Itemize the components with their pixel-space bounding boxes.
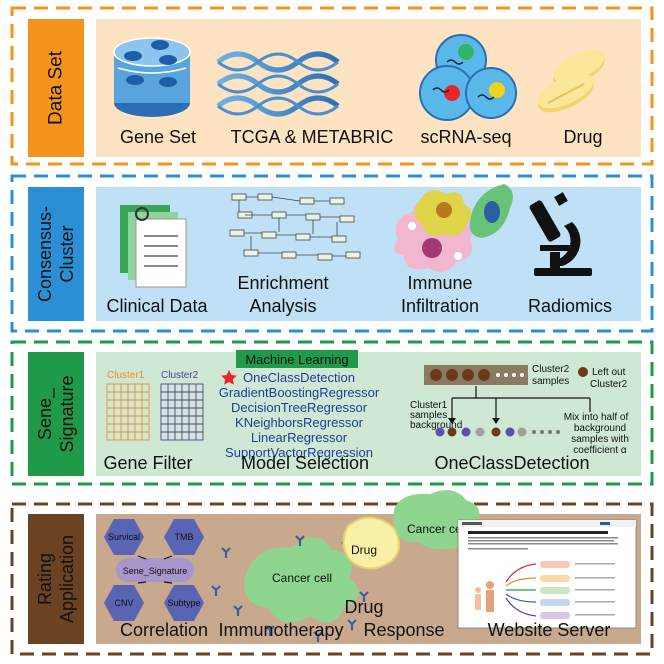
item-label: Infiltration	[401, 296, 479, 316]
hex-label: CNV	[114, 598, 133, 608]
item-label: Radiomics	[528, 296, 612, 316]
model-item: KNeighborsRegressor	[235, 415, 364, 430]
model-item: DecisionTreeRegressor	[231, 400, 368, 415]
model-item: OneClassDetection	[243, 370, 355, 385]
microscope-icon	[529, 192, 592, 276]
item-label: Enrichment	[237, 273, 328, 293]
cluster1-grid	[106, 383, 150, 441]
item-label: TCGA & METABRIC	[231, 127, 394, 147]
section-data-set: Data Set	[10, 6, 654, 166]
section-title-line: Cluster	[57, 225, 77, 282]
item-label: Analysis	[249, 296, 316, 316]
item-label: Gene Filter	[103, 453, 192, 473]
mix-label: coefficient α	[573, 445, 627, 456]
cluster1-bg-label: Cluster1	[410, 400, 448, 411]
model-item: LinearRegressor	[251, 430, 348, 445]
center-node	[116, 558, 194, 582]
mix-label: background	[574, 423, 626, 434]
mix-label: Mix into half of	[564, 412, 629, 423]
gene-set-icon	[113, 37, 191, 117]
section-panel	[96, 352, 641, 476]
clinical-documents-icon	[120, 205, 187, 288]
single-cell-icon	[419, 34, 517, 121]
hex-label: Subtype	[167, 598, 200, 608]
hex-node	[164, 585, 204, 621]
item-label: OneClassDetection	[434, 453, 589, 473]
pathway-flowchart-icon	[229, 193, 361, 261]
item-label: scRNA-seq	[420, 127, 511, 147]
section-border	[10, 502, 654, 656]
section-tab	[28, 514, 84, 644]
section-sene-signature: Sene_ Signature Cluster1 Cluster2 Machin…	[10, 340, 654, 486]
cluster1-bg-label: background	[410, 420, 462, 431]
item-label: Gene Set	[120, 127, 196, 147]
section-tab	[28, 352, 84, 476]
left-out-label: Left out	[592, 367, 626, 378]
cluster1-bg-label: samples	[410, 410, 447, 421]
drug-pills-icon	[538, 49, 605, 113]
item-label: Response	[363, 620, 444, 640]
website-screenshot	[457, 519, 637, 629]
section-consensus-cluster: Consensus- Cluster	[10, 174, 654, 333]
item-label: Clinical Data	[106, 296, 208, 316]
ml-header-bg	[236, 350, 358, 368]
cluster1-label: Cluster1	[107, 370, 145, 381]
cancer-cell-label: Cancer cell	[272, 571, 332, 585]
item-label: Correlation	[120, 620, 208, 640]
model-item: SupportVactorRegression	[225, 445, 373, 460]
cluster2-samples-label: Cluster2	[532, 364, 570, 375]
item-label: Immune	[407, 273, 472, 293]
item-label: Model Selection	[241, 453, 369, 473]
section-title-line: Consensus-	[35, 206, 55, 302]
hex-node	[164, 519, 204, 555]
immune-cells-icon	[394, 184, 513, 272]
section-border	[10, 174, 654, 333]
item-label: Drug	[344, 597, 383, 617]
cluster2-grid	[160, 383, 204, 441]
drug-label: Drug	[351, 543, 377, 557]
one-class-detection-schematic: Cluster2 samples Left out Cluster2 Clust…	[410, 364, 629, 456]
item-label: Immunotherapy	[218, 620, 343, 640]
section-tab	[28, 19, 84, 157]
section-title: Data Set	[46, 50, 67, 125]
section-tab	[28, 187, 84, 321]
star-icon	[221, 370, 237, 385]
hex-label: Survical	[108, 532, 140, 542]
mix-label: samples with	[571, 434, 629, 445]
section-title-line: Signature	[57, 375, 77, 452]
section-title-line: Rating	[35, 553, 55, 605]
section-border	[10, 6, 654, 166]
item-label: Website Server	[488, 620, 611, 640]
model-item: GradientBoostingRegressor	[219, 385, 380, 400]
dna-helix-icon	[216, 51, 340, 117]
left-out-label: Cluster2	[590, 379, 628, 390]
section-rating-application: Rating Application Survical TMB CNV Subt…	[10, 490, 654, 656]
ml-header: Machine Learning	[245, 352, 348, 367]
item-label: Drug	[563, 127, 602, 147]
hex-node	[104, 585, 144, 621]
section-title-line: Application	[57, 535, 77, 623]
hex-node	[104, 519, 144, 555]
hex-label: TMB	[175, 532, 194, 542]
section-title-line: Sene_	[35, 387, 56, 440]
center-label: Sene_Signature	[123, 566, 188, 576]
cluster2-samples-label: samples	[532, 376, 569, 387]
cluster2-label: Cluster2	[161, 370, 199, 381]
section-border	[10, 340, 654, 486]
cancer-cell-label: Cancer cell	[407, 522, 467, 536]
correlation-network: Survical TMB CNV Subtype Sene_Signature	[104, 519, 204, 621]
